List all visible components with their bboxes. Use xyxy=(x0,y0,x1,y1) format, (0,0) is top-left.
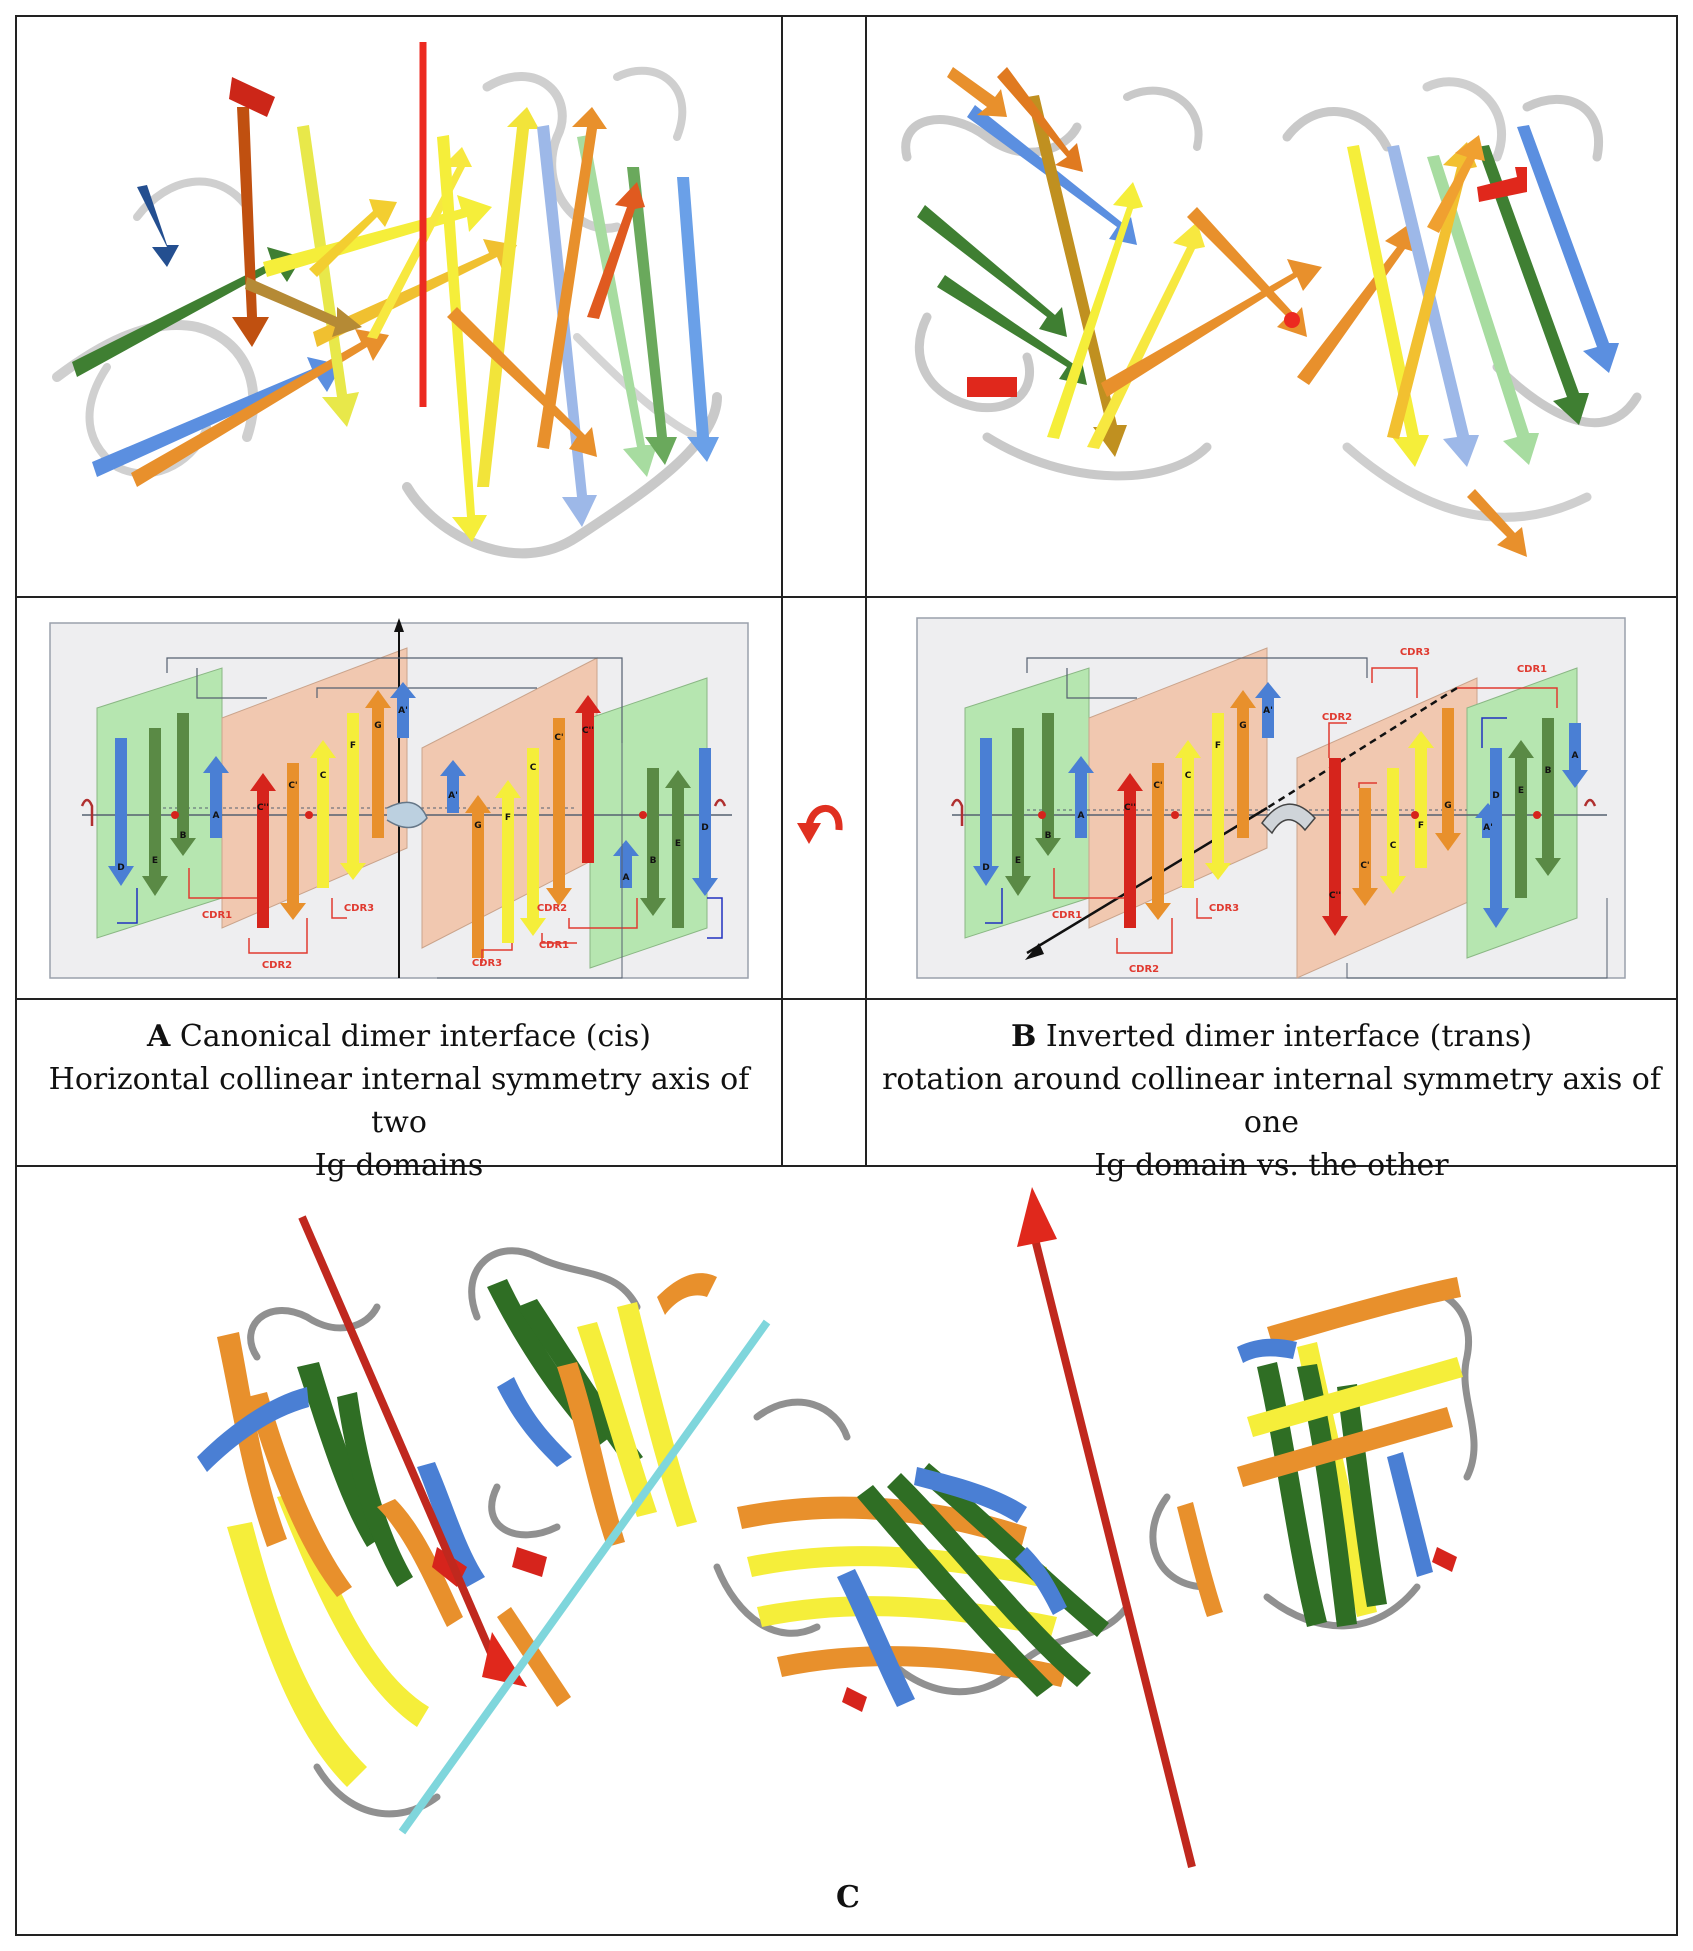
strand-label: G xyxy=(374,721,381,731)
strand-label: A' xyxy=(448,791,458,801)
strand-label: D xyxy=(982,863,989,873)
strand-label: C xyxy=(320,771,327,781)
cdr-label: CDR2 xyxy=(1322,712,1352,723)
strand-label: G xyxy=(1444,801,1451,811)
caption-a: A Canonical dimer interface (cis) Horizo… xyxy=(17,1015,781,1187)
strand-label: C xyxy=(530,763,537,773)
strand-label: D xyxy=(1492,791,1499,801)
strand-label: C xyxy=(1390,841,1397,851)
strand-label: C' xyxy=(288,781,297,791)
cdr-label: CDR1 xyxy=(1517,664,1547,675)
rotation-icon xyxy=(783,598,865,998)
strand-label: F xyxy=(350,741,356,751)
panel-a-topology: D E B A C'' C' C F G A' A' G F C C' C'' … xyxy=(17,598,781,998)
strand-label: A' xyxy=(398,706,408,716)
caption-a-line3: Ig domains xyxy=(314,1148,484,1183)
strand-label: A xyxy=(623,873,630,883)
divider-h3 xyxy=(15,1165,1678,1167)
cdr-label: CDR3 xyxy=(344,903,374,914)
panel-b-topology: D E B A C'' C' C F G A' C'' C' C F G A' … xyxy=(867,598,1676,998)
cdr-label: CDR3 xyxy=(1400,647,1430,658)
caption-b-line3: Ig domain vs. the other xyxy=(1094,1148,1449,1183)
strands-left-a xyxy=(108,682,416,928)
strand-label: D xyxy=(117,863,124,873)
strand-label: B xyxy=(180,831,187,841)
figure-frame xyxy=(15,15,1678,1936)
strands-right-a xyxy=(440,695,718,958)
strand-label: E xyxy=(675,839,681,849)
strand-label: C' xyxy=(1153,781,1162,791)
strand-label: B xyxy=(1045,831,1052,841)
strand-label: E xyxy=(1518,786,1524,796)
cdr-label: CDR1 xyxy=(539,940,569,951)
panel-letter-b: B xyxy=(1010,1019,1037,1054)
panel-letter-a: A xyxy=(146,1019,171,1054)
strand-label: C' xyxy=(554,733,563,743)
strand-label: C'' xyxy=(1329,891,1341,901)
strand-label: E xyxy=(1015,856,1021,866)
divider-h2 xyxy=(15,998,1678,1000)
cdr-label: CDR2 xyxy=(537,903,567,914)
strand-label: A xyxy=(213,811,220,821)
strand-label: C xyxy=(1185,771,1192,781)
panel-letter-c: C xyxy=(836,1880,860,1915)
symmetry-axis-point xyxy=(1284,312,1300,328)
strand-label: E xyxy=(152,856,158,866)
strand-label: F xyxy=(1215,741,1221,751)
divider-v1 xyxy=(781,15,783,1165)
symmetry-axes-c xyxy=(298,1187,1196,1868)
panel-b-ribbon xyxy=(867,17,1676,596)
cdr-label: CDR2 xyxy=(262,960,292,971)
cdr-label: CDR3 xyxy=(1209,903,1239,914)
strand-label: C' xyxy=(1360,861,1369,871)
divider-h1 xyxy=(15,596,1678,598)
strand-label: A' xyxy=(1263,706,1273,716)
cdr-label: CDR2 xyxy=(1129,964,1159,975)
diagonal-axis-b xyxy=(1266,686,1458,810)
strand-label: G xyxy=(1239,721,1246,731)
caption-b-line2: rotation around collinear internal symme… xyxy=(882,1062,1661,1140)
cdr-label: CDR1 xyxy=(202,910,232,921)
strand-label: A' xyxy=(1483,823,1493,833)
cdr-label: CDR3 xyxy=(472,958,502,969)
strand-label: C'' xyxy=(1124,803,1136,813)
caption-a-line1: Canonical dimer interface (cis) xyxy=(179,1019,651,1054)
strands-right-b xyxy=(1322,708,1588,936)
strand-label: A xyxy=(1078,811,1085,821)
caption-a-line2: Horizontal collinear internal symmetry a… xyxy=(48,1062,750,1140)
strand-label: G xyxy=(474,821,481,831)
caption-b: B Inverted dimer interface (trans) rotat… xyxy=(867,1015,1676,1187)
strands-left-b xyxy=(973,682,1281,928)
strand-label: F xyxy=(1418,821,1424,831)
panel-c-ribbon xyxy=(17,1167,1676,1934)
strand-label: B xyxy=(1545,766,1552,776)
panel-a-ribbon xyxy=(17,17,781,596)
strand-label: F xyxy=(505,813,511,823)
strand-label: A xyxy=(1572,751,1579,761)
divider-v2 xyxy=(865,15,867,1165)
strand-label: C'' xyxy=(582,726,594,736)
cdr-label: CDR1 xyxy=(1052,910,1082,921)
strand-label: D xyxy=(701,823,708,833)
strand-label: B xyxy=(650,856,657,866)
caption-b-line1: Inverted dimer interface (trans) xyxy=(1045,1019,1533,1054)
strand-label: C'' xyxy=(257,803,269,813)
